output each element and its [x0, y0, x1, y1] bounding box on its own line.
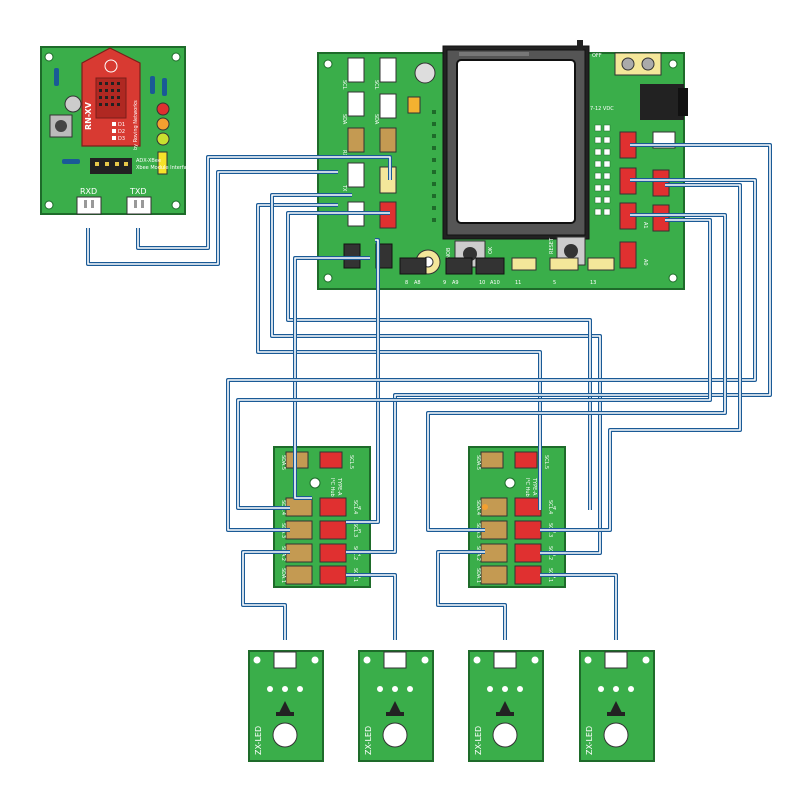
module-sublabel: by Roving Networks: [133, 100, 139, 150]
i2c-hub-1: I²C Hub TYPE-A SDA.5 SCL.5 SDA.4 SDA.3 S…: [273, 446, 371, 588]
pin-labels: D1 D2 D3: [112, 122, 125, 142]
rn-xv-module: RN-XV by Roving Networks D1 D2 D3: [81, 47, 141, 150]
svg-text:SDA.1: SDA.1: [475, 568, 481, 583]
off-label: OFF: [592, 53, 602, 59]
led-module-3: ZX-LED: [468, 650, 544, 762]
svg-text:A10: A10: [490, 280, 500, 286]
svg-text:SCL.4: SCL.4: [352, 500, 358, 514]
led-module-4: ZX-LED: [579, 650, 655, 762]
svg-text:11: 11: [515, 280, 521, 286]
wires: [86, 143, 772, 640]
main-controller-board: SCL SDA RX TX SCL SDA: [317, 40, 688, 290]
svg-text:4: 4: [358, 506, 361, 512]
svg-text:SDA: SDA: [341, 114, 347, 125]
svg-text:10: 10: [479, 280, 485, 286]
svg-text:RESET: RESET: [549, 237, 555, 254]
svg-text:5: 5: [553, 280, 556, 286]
header-labels: 8 A8 9 A9 10 A10 11 5 13: [405, 280, 596, 286]
svg-text:SCL.4: SCL.4: [547, 500, 553, 514]
lcd-display: [442, 45, 590, 240]
board-subtitle: Xbee Module Interface Board: [136, 165, 209, 171]
txd-label: TXD: [129, 187, 147, 196]
svg-text:D2: D2: [118, 129, 125, 135]
svg-text:D1: D1: [118, 122, 125, 128]
svg-text:13: 13: [590, 280, 596, 286]
svg-text:TYPE-A: TYPE-A: [336, 477, 342, 496]
i2c-hub-2: I²C Hub TYPE-A SDA.5 SCL.5 SDA.4 SDA.3 S…: [468, 446, 566, 588]
svg-text:TX: TX: [341, 184, 347, 192]
svg-text:SCL: SCL: [341, 80, 347, 90]
svg-text:SDA.1: SDA.1: [280, 568, 286, 583]
svg-text:8: 8: [405, 280, 408, 286]
svg-text:SDA: SDA: [373, 114, 379, 125]
rxd-connector[interactable]: [76, 196, 102, 215]
board-title: ADX-XBee: [136, 158, 161, 164]
xbee-interface-board: RN-XV by Roving Networks D1 D2 D3: [40, 46, 209, 215]
svg-text:SDA.5: SDA.5: [475, 455, 481, 470]
led-module-1: ZX-LED: [248, 650, 324, 762]
power-label: 7-12 VDC: [590, 106, 614, 112]
svg-text:SCL.5: SCL.5: [348, 455, 354, 469]
svg-text:9: 9: [443, 280, 446, 286]
svg-text:OK: OK: [488, 246, 494, 254]
svg-text:ZX-LED: ZX-LED: [585, 726, 594, 755]
svg-text:RX: RX: [341, 150, 347, 157]
module-label: RN-XV: [84, 101, 93, 130]
svg-text:SDA.5: SDA.5: [280, 455, 286, 470]
svg-text:SCL.3: SCL.3: [352, 523, 358, 537]
svg-text:D3: D3: [118, 136, 125, 142]
rxd-label: RXD: [80, 187, 97, 196]
svg-text:ZX-LED: ZX-LED: [254, 726, 263, 755]
svg-text:SCL: SCL: [373, 80, 379, 90]
txd-connector[interactable]: [126, 196, 152, 215]
svg-text:3: 3: [358, 529, 361, 535]
led-module-2: ZX-LED: [358, 650, 434, 762]
svg-text:A8: A8: [414, 280, 421, 286]
svg-text:4: 4: [553, 506, 556, 512]
svg-text:SDA.4: SDA.4: [475, 500, 481, 515]
side-label-a1: A1: [642, 222, 648, 229]
svg-text:A9: A9: [452, 280, 459, 286]
svg-text:I²C Hub: I²C Hub: [329, 478, 335, 497]
svg-text:KNOB: KNOB: [446, 247, 452, 262]
svg-text:I²C Hub: I²C Hub: [524, 478, 530, 497]
svg-text:ZX-LED: ZX-LED: [364, 726, 373, 755]
svg-text:ZX-LED: ZX-LED: [474, 726, 483, 755]
svg-text:TYPE-A: TYPE-A: [531, 477, 537, 496]
side-label-a0: A0: [642, 259, 648, 266]
svg-text:2: 2: [358, 552, 361, 558]
svg-text:SCL.5: SCL.5: [543, 455, 549, 469]
